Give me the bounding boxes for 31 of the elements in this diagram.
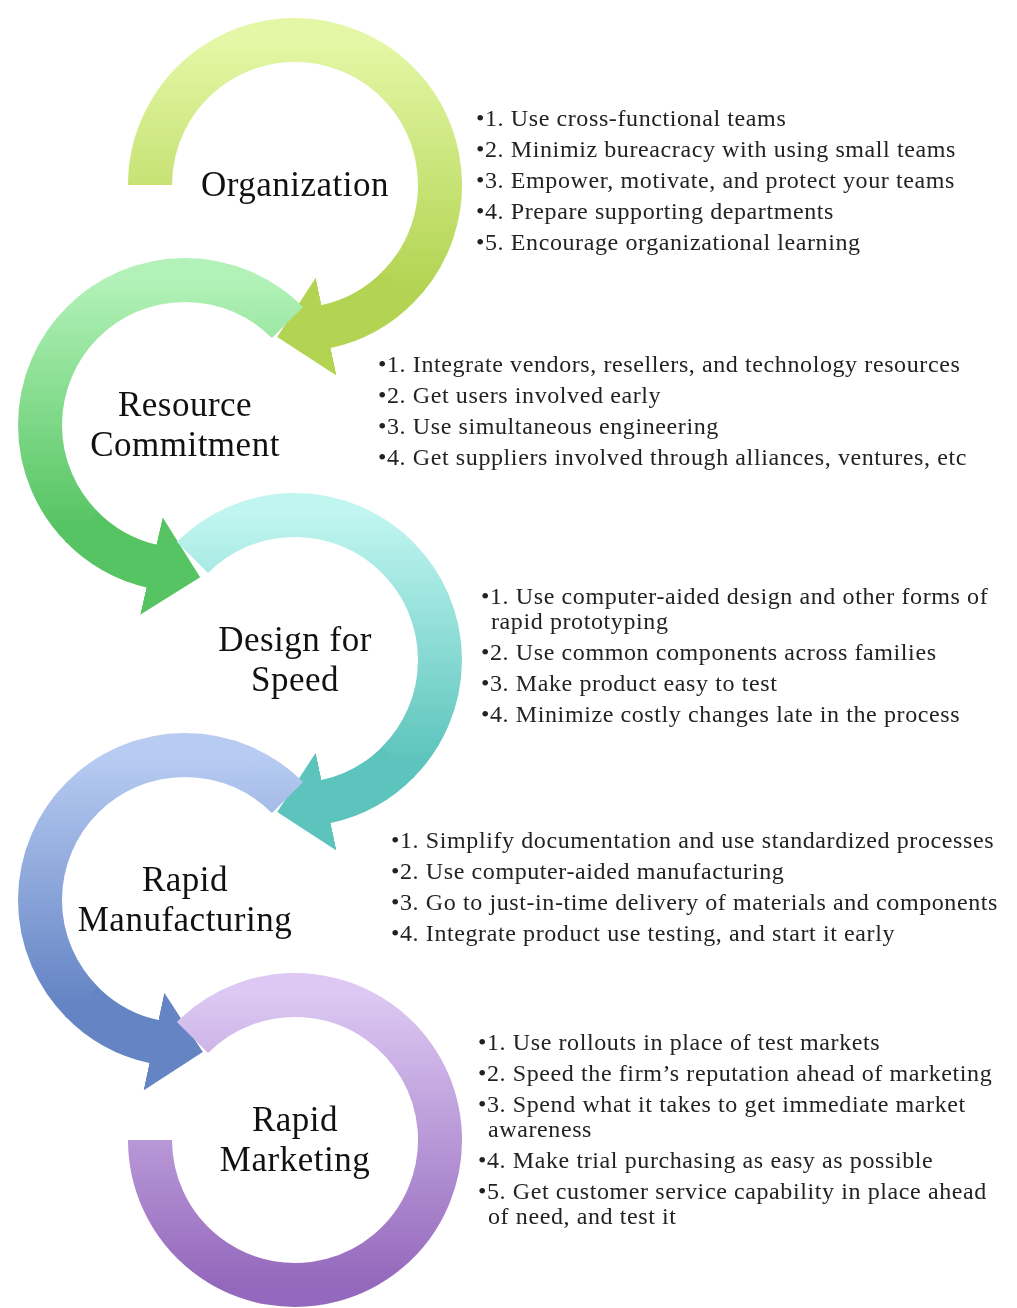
bullet-item: •4. Prepare supporting departments	[476, 199, 836, 224]
curved-arrow	[277, 744, 415, 850]
bullet-item: •3. Empower, motivate, and protect your teams	[476, 168, 956, 193]
bullet-item: •2. Speed the firm’s reputation ahead of marketing	[478, 1061, 994, 1086]
bullet-item: •2. Minimiz bureacracy with using small teams	[476, 137, 957, 162]
bullet-item: •3. Use simultaneous engineering	[378, 414, 720, 439]
bullet-item: •2. Use computer-aided manufacturing	[391, 859, 786, 884]
bullet-item: •3. Go to just-in-time delivery of materials and components	[391, 890, 999, 915]
bullet-item: •3. Spend what it takes to get immediate market awareness	[478, 1092, 967, 1142]
curved-arrow	[277, 269, 415, 375]
curved-arrow	[65, 984, 203, 1090]
stage-title: Organization	[199, 165, 391, 205]
bullet-item: •3. Make product easy to test	[481, 671, 779, 696]
bullet-item: •1. Simplify documentation and use standardized processes	[391, 828, 996, 853]
stage-title: Rapid Marketing	[218, 1100, 372, 1180]
bullet-item: •4. Make trial purchasing as easy as possible	[478, 1148, 935, 1173]
bullet-item: •1. Use computer-aided design and other forms of rapid prototyping	[481, 584, 990, 634]
curved-arrow	[65, 509, 200, 614]
stage-title: Resource Commitment	[89, 385, 281, 465]
bullet-item: •4. Integrate product use testing, and start it early	[391, 921, 897, 946]
bullet-item: •4. Minimize costly changes late in the process	[481, 702, 962, 727]
bullet-item: •2. Use common components across families	[481, 640, 938, 665]
bullet-item: •5. Encourage organizational learning	[476, 230, 862, 255]
bullet-item: •4. Get suppliers involved through alliances, ventures, etc	[378, 445, 968, 470]
bullet-item: •1. Integrate vendors, resellers, and technology resources	[378, 352, 962, 377]
bullet-item: •5. Get customer service capability in place ahead of need, and test it	[478, 1179, 988, 1229]
bullet-item: •2. Get users involved early	[378, 383, 663, 408]
stage-title: Rapid Manufacturing	[76, 860, 294, 940]
bullet-item: •1. Use cross-functional teams	[476, 106, 788, 131]
stage-title: Design for Speed	[217, 620, 373, 700]
bullet-item: •1. Use rollouts in place of test markets	[478, 1030, 882, 1055]
